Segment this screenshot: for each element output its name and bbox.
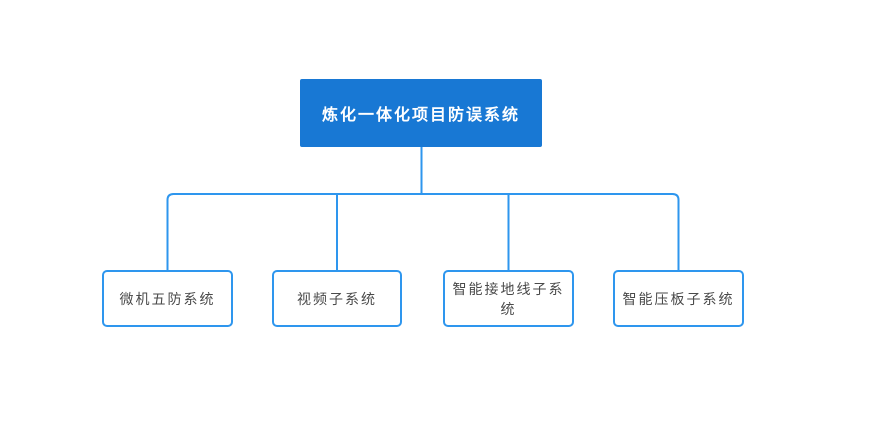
root-node-label: 炼化一体化项目防误系统	[321, 107, 520, 124]
child-node-label: 微机五防系统	[119, 290, 216, 307]
root-node[interactable]: 炼化一体化项目防误系统	[300, 79, 542, 147]
child-node-pressplate[interactable]: 智能压板子系统	[613, 270, 744, 327]
connector-bus	[166, 193, 680, 271]
child-node-video[interactable]: 视频子系统	[272, 270, 402, 327]
child-node-label: 视频子系统	[297, 290, 377, 307]
child-node-label: 智能压板子系统	[622, 290, 735, 307]
child-node-wujifang[interactable]: 微机五防系统	[102, 270, 233, 327]
child-node-label: 智能接地线子系统	[452, 280, 565, 317]
child-node-grounding[interactable]: 智能接地线子系统	[443, 270, 574, 327]
